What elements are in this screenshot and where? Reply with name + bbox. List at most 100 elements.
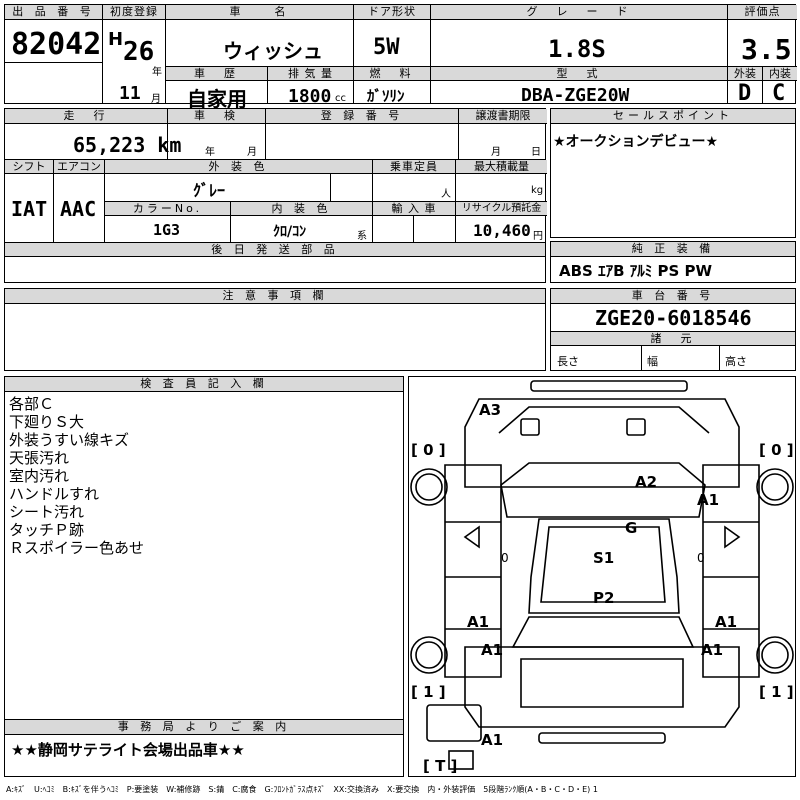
color-no-label: カラーNo. xyxy=(105,202,230,216)
lot-label: 出 品 番 号 xyxy=(5,5,102,20)
width-label: 幅 xyxy=(647,355,658,368)
fuel: ｶﾞｿﾘﾝ xyxy=(367,87,405,105)
mileage: 65,223 km xyxy=(73,133,182,157)
year-unit: 年 xyxy=(152,67,162,78)
note-line: シート汚れ xyxy=(9,503,85,521)
note-line: 天張汚れ xyxy=(9,449,70,467)
ac-label: エアコン xyxy=(54,160,104,174)
height-label: 高さ xyxy=(725,355,747,368)
equipment-label: 純 正 装 備 xyxy=(551,242,795,257)
displacement: 1800 xyxy=(288,86,332,107)
chassis-label: 車 台 番 号 xyxy=(551,289,795,304)
int-label: 内装 xyxy=(763,67,797,81)
interior-color: ｸﾛ/ｺﾝ xyxy=(273,224,307,240)
damage-mark: A1 xyxy=(467,613,490,631)
interior-suffix: 系 xyxy=(357,231,367,242)
int-grade: C xyxy=(772,81,786,106)
spec-label: 諸 元 xyxy=(551,332,795,346)
color-label: 外 装 色 xyxy=(105,160,372,174)
reg-number-label: 登 録 番 号 xyxy=(266,109,458,124)
shift: IAT xyxy=(11,197,48,221)
interior-color-label: 内 装 色 xyxy=(231,202,372,216)
damage-mark: A1 xyxy=(701,641,724,659)
tire-tread: [ 1 ] xyxy=(759,683,794,701)
sales-point-box: セールスポイント ★オークションデビュー★ xyxy=(550,108,796,238)
tire-tread: [ 1 ] xyxy=(411,683,446,701)
ext-label: 外装 xyxy=(728,67,762,81)
yen-unit: 円 xyxy=(533,231,543,242)
damage-mark: P2 xyxy=(593,589,615,607)
ac: AAC xyxy=(60,197,97,221)
note-line: 外装うすい線キズ xyxy=(9,431,130,449)
damage-mark: A1 xyxy=(697,491,720,509)
legend: A:ｷｽﾞ U:ﾍｺﾐ B:ｷｽﾞを伴うﾍｺﾐ P:要塗装 W:補修跡 S:錆 … xyxy=(6,785,598,794)
header-block: 出 品 番 号 82042 初度登録 H 26 年 11 月 車 名 ウィッシュ… xyxy=(4,4,797,111)
small-mark: 0 xyxy=(697,551,705,565)
equipment-box: 純 正 装 備 ABS ｴｱB ｱﾙﾐ PS PW xyxy=(550,241,796,283)
door-label: ドア形状 xyxy=(354,5,430,20)
grade: 1.8S xyxy=(548,35,606,63)
reg-month: 11 xyxy=(119,83,141,104)
damage-mark: G xyxy=(625,519,638,537)
month-unit: 月 xyxy=(151,94,161,105)
note-line: 室内汚れ xyxy=(9,467,70,485)
transfer-month: 月 xyxy=(491,147,501,158)
import-label: 輸 入 車 xyxy=(373,202,455,216)
shift-label: シフト xyxy=(5,160,53,174)
color-no: 1G3 xyxy=(153,221,181,239)
note-line: 各部Ｃ xyxy=(9,395,55,413)
damage-mark: A2 xyxy=(635,473,658,491)
capacity-unit: 人 xyxy=(441,189,451,200)
sales-point-label: セールスポイント xyxy=(551,109,795,124)
recycle-label: リサイクル預託金 xyxy=(456,202,547,216)
note-line: Ｒスポイラー色あせ xyxy=(9,539,145,557)
score-label: 評価点 xyxy=(728,5,797,20)
recycle-fee: 10,460 xyxy=(473,221,531,240)
inspector-label: 検 査 員 記 入 欄 xyxy=(5,377,403,392)
tire-tread: [ 0 ] xyxy=(759,441,794,459)
office-text: ★★静岡サテライト会場出品車★★ xyxy=(11,741,245,759)
damage-mark: A1 xyxy=(481,731,504,749)
fuel-label: 燃 料 xyxy=(354,67,430,81)
small-mark: 0 xyxy=(501,551,509,565)
model: DBA-ZGE20W xyxy=(521,85,630,106)
car-diagram-box: A3 A2 A1 G S1 P2 A1 A1 A1 A1 A1 [ 0 ] [ … xyxy=(408,376,796,777)
details-block: 走 行 65,223 km 車 検 年 月 登 録 番 号 譲渡書期限 月 日 … xyxy=(4,108,547,283)
inspector-box: 検 査 員 記 入 欄 各部Ｃ 下廻りＳ大 外装うすい線キズ 天張汚れ 室内汚れ… xyxy=(4,376,404,777)
note-line: ハンドルすれ xyxy=(9,485,100,503)
chassis-number: ZGE20-6018546 xyxy=(595,306,752,330)
delivery-label: 後 日 発 送 部 品 xyxy=(5,243,545,257)
length-label: 長さ xyxy=(557,355,579,368)
door-type: 5W xyxy=(373,35,400,60)
inspection-label: 車 検 xyxy=(168,109,265,124)
reg-year: 26 xyxy=(123,37,155,67)
lot-number: 82042 xyxy=(11,27,102,62)
capacity-label: 乗車定員 xyxy=(373,160,455,174)
equipment-text: ABS ｴｱB ｱﾙﾐ PS PW xyxy=(559,262,713,280)
chassis-box: 車 台 番 号 ZGE20-6018546 諸 元 長さ 幅 高さ xyxy=(550,288,796,371)
model-label: 型 式 xyxy=(431,67,727,81)
note-line: タッチＰ跡 xyxy=(9,521,85,539)
history: 自家用 xyxy=(187,87,247,111)
damage-mark: S1 xyxy=(593,549,615,567)
damage-mark: A1 xyxy=(715,613,738,631)
grade-label: グ レ ー ド xyxy=(431,5,727,20)
caution-box: 注 意 事 項 欄 xyxy=(4,288,546,371)
displacement-label: 排 気 量 xyxy=(268,67,353,81)
transfer-day: 日 xyxy=(531,147,541,158)
cc-unit: cc xyxy=(335,93,346,104)
insp-year-unit: 年 xyxy=(205,147,215,158)
history-label: 車 歴 xyxy=(166,67,267,81)
car-diagram xyxy=(410,380,794,770)
tire-tread: [ T ] xyxy=(423,757,458,775)
caution-label: 注 意 事 項 欄 xyxy=(5,289,545,304)
ext-grade: D xyxy=(738,81,752,106)
first-reg-label: 初度登録 xyxy=(103,5,165,20)
era: H xyxy=(108,29,124,50)
score: 3.5 xyxy=(741,33,792,66)
load-label: 最大積載量 xyxy=(456,160,547,174)
mileage-label: 走 行 xyxy=(5,109,167,124)
exterior-color: ｸﾞﾚｰ xyxy=(193,181,226,200)
car-name-label: 車 名 xyxy=(166,5,353,20)
tire-tread: [ 0 ] xyxy=(411,441,446,459)
